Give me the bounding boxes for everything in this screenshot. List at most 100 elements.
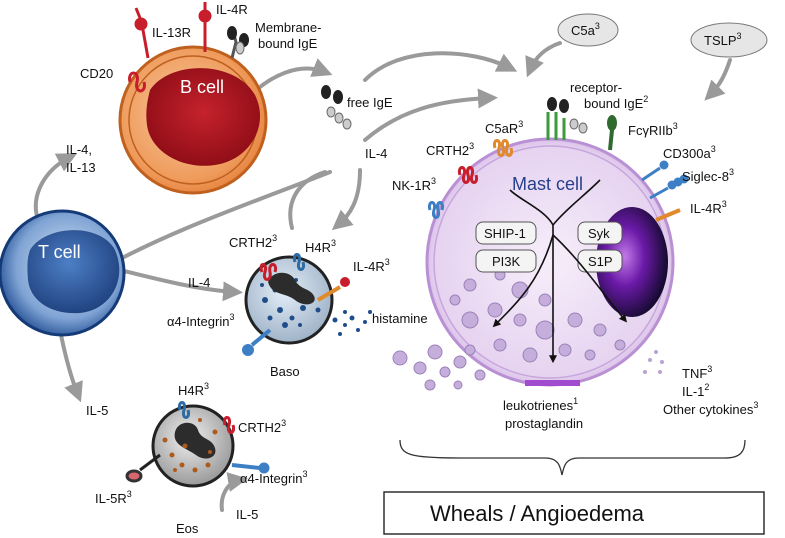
mast-c5ar-label: C5aR3 — [485, 119, 523, 136]
mast-il4r-receptor — [655, 208, 681, 222]
mast-receptors — [427, 97, 689, 222]
il13-line: IL-13 — [66, 160, 96, 175]
il5-tcell-label: IL-5 — [86, 403, 108, 418]
pi3k-label: PI3K — [492, 254, 521, 269]
ship1-label: SHIP-1 — [484, 226, 526, 241]
result-label: Wheals / Angioedema — [430, 501, 645, 526]
mast-nk1r-label: NK-1R3 — [392, 176, 436, 193]
t-cell-label: T cell — [38, 242, 81, 262]
mast-receptor-ige-label: receptor- bound IgE2 — [570, 80, 648, 111]
b-cell-receptors — [128, 2, 249, 93]
il1-label: IL-12 — [682, 382, 709, 399]
free-ige-icon — [321, 85, 352, 130]
prostaglandin-label: prostaglandin — [505, 416, 583, 431]
baso-receptors — [242, 253, 350, 356]
cd20-receptor — [128, 71, 146, 93]
eos-il5r-label: IL-5R3 — [95, 489, 132, 506]
baso-crth2-label: CRTH23 — [229, 233, 277, 250]
free-ige-label: free IgE — [347, 95, 393, 110]
il4-baso-label: IL-4 — [188, 275, 210, 290]
cd20-label: CD20 — [80, 66, 113, 81]
mast-fcgr-label: FcγRIIb3 — [628, 121, 678, 138]
mast-siglec8-receptor — [649, 174, 689, 200]
summary-brace — [399, 439, 746, 476]
il4-line: IL-4, — [66, 142, 92, 157]
arrow-il5-to-eos — [219, 472, 248, 512]
mast-cd300a-receptor — [641, 160, 669, 182]
membrane-ige-icon — [227, 26, 249, 59]
baso-h4r-receptor — [292, 253, 306, 271]
baso-label: Baso — [270, 364, 300, 379]
mast-il4r-label: IL-4R3 — [690, 199, 727, 216]
il4-il13-label: IL-4, IL-13 — [66, 142, 96, 175]
eosinophil — [151, 404, 235, 488]
il13r-receptor — [134, 7, 150, 59]
eos-nucleus — [174, 422, 216, 459]
membrane-ige-label: Membrane- bound IgE — [255, 20, 325, 51]
arrow-tcell-to-baso — [118, 268, 243, 302]
arrow-tcell-to-il5 — [58, 328, 83, 403]
mast-ige-receptor — [546, 97, 588, 140]
arrow-tcell-to-il4-13 — [33, 153, 78, 222]
leukotrienes-label: leukotrienes1 — [503, 396, 578, 413]
mast-cd300a-label: CD300a3 — [663, 144, 716, 161]
baso-a4-integrin-receptor — [242, 328, 272, 356]
eos-label: Eos — [176, 521, 199, 536]
cytokine-dots — [643, 350, 664, 374]
mast-crth2-receptor — [457, 166, 479, 184]
il13r-label: IL-13R — [152, 25, 191, 40]
eos-il5r-receptor — [125, 453, 161, 483]
il5-eos-label: IL-5 — [236, 507, 258, 522]
mast-crth2-label: CRTH23 — [426, 141, 474, 158]
mast-fcgr-receptor — [607, 115, 617, 151]
arrow-il4-to-baso — [331, 168, 362, 231]
eos-granules — [162, 418, 218, 473]
baso-crth2-receptor — [259, 263, 278, 281]
signaling-arrows — [492, 179, 628, 364]
mast-membrane-patch — [525, 380, 580, 386]
baso-il4r-label: IL-4R3 — [353, 257, 390, 274]
c5a-label: C5a3 — [571, 21, 600, 38]
b-cell-label: B cell — [180, 77, 224, 97]
t-cell-nucleus — [27, 230, 120, 314]
t-cell: T cell — [0, 209, 126, 337]
mast-nk1r-receptor — [427, 201, 445, 219]
mast-c5ar-receptor — [492, 139, 514, 157]
pathway-arrows — [33, 41, 732, 512]
other-cytokines-label: Other cytokines3 — [663, 400, 758, 417]
baso-a4-label: α4-Integrin3 — [167, 312, 234, 329]
il4r-receptor — [198, 2, 212, 52]
baso-il4r-receptor — [316, 277, 350, 302]
arrow-tcell-to-il4-line — [98, 170, 332, 272]
result-box — [383, 491, 765, 535]
released-granules — [392, 344, 486, 391]
b-cell: B cell — [118, 45, 268, 195]
tslp-label: TSLP3 — [704, 31, 742, 48]
c5a-bubble: C5a3 — [557, 13, 619, 47]
s1p-label: S1P — [588, 254, 613, 269]
mast-cell-label: Mast cell — [512, 174, 583, 194]
il4r-label: IL-4R — [216, 2, 248, 17]
eos-h4r-receptor — [177, 401, 191, 419]
eos-receptors — [125, 401, 270, 483]
tslp-bubble: TSLP3 — [690, 22, 768, 58]
histamine-dots — [332, 310, 372, 336]
mast-siglec8-label: Siglec-83 — [682, 167, 734, 184]
eos-a4-integrin-receptor — [231, 462, 270, 474]
eos-a4-label: α4-Integrin3 — [240, 469, 307, 486]
il4-top-label: IL-4 — [365, 146, 387, 161]
baso-h4r-label: H4R3 — [305, 238, 336, 255]
arrow-c5a-to-mast — [525, 41, 562, 78]
ship1-box — [475, 221, 537, 245]
arrow-il4-to-mast — [363, 88, 498, 142]
membrane-ige-line2: bound IgE — [258, 36, 318, 51]
membrane-ige-line1: Membrane- — [255, 20, 321, 35]
arrow-tslp-to-mast — [704, 58, 732, 101]
pi3k-box — [475, 249, 537, 273]
b-cell-nucleus — [146, 68, 261, 166]
baso-nucleus — [268, 272, 315, 305]
syk-box — [577, 221, 623, 245]
eos-h4r-label: H4R3 — [178, 381, 209, 398]
syk-label: Syk — [588, 226, 610, 241]
